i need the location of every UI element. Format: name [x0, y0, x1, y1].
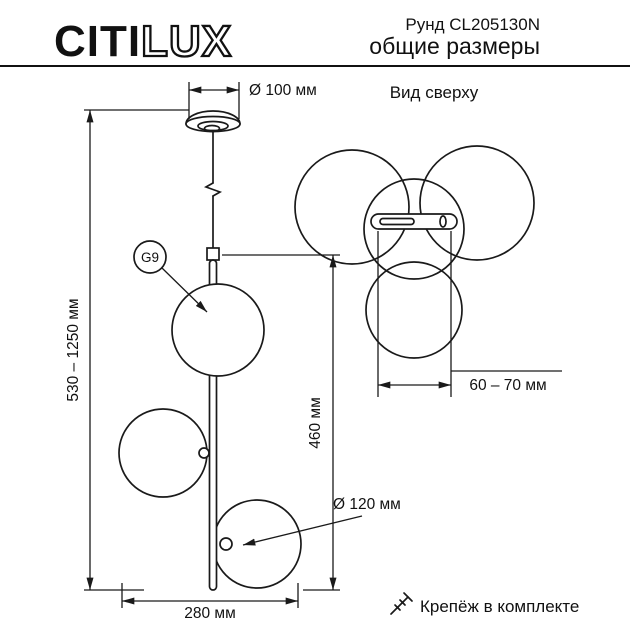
footer-note: Крепёж в комплекте — [390, 592, 579, 616]
canopy-diameter-label: Ø 100 мм — [249, 82, 317, 99]
top-view-canopy-circle — [363, 178, 465, 280]
bottom-sphere-socket — [219, 537, 233, 551]
canopy-width-label: 60 – 70 мм — [469, 377, 546, 394]
top-view-dimension: 60 – 70 мм — [377, 231, 562, 397]
sphere-diameter-label: Ø 120 мм — [333, 496, 401, 513]
screw-icon — [390, 592, 413, 615]
footer-note-text: Крепёж в комплекте — [420, 597, 579, 616]
top-view: Вид сверху 60 – 70 мм — [294, 83, 562, 397]
height-range-label: 530 – 1250 мм — [65, 298, 82, 401]
top-view-sphere-bottom — [365, 261, 463, 359]
brand-outline: LUX — [140, 16, 233, 66]
dimension-drawing: G9 Ø 100 мм 530 – 1250 мм 460 мм Ø 120 м… — [65, 82, 579, 622]
mounting-plate-hole — [439, 215, 447, 228]
middle-sphere — [118, 408, 208, 498]
width-label: 280 мм — [184, 605, 235, 622]
top-view-sphere-left — [294, 149, 410, 265]
front-dimensions: Ø 100 мм 530 – 1250 мм 460 мм Ø 120 мм 2… — [65, 82, 401, 622]
middle-sphere-socket — [198, 447, 210, 459]
header-right: Рунд CL205130N общие размеры — [369, 15, 540, 60]
page-subtitle: общие размеры — [369, 33, 540, 60]
ceiling-canopy — [185, 110, 241, 133]
top-sphere — [171, 283, 265, 377]
sphere-diameter-leader-arrow — [242, 515, 363, 546]
body-height-label: 460 мм — [307, 397, 324, 448]
brand-logo: CITILUX — [54, 18, 232, 64]
socket-label: G9 — [141, 250, 159, 265]
header: CITILUX Рунд CL205130N общие размеры — [0, 0, 630, 67]
mounting-plate-slot — [379, 217, 415, 226]
mounting-plate — [370, 213, 458, 230]
wire-break-symbol — [203, 182, 223, 197]
socket-leader-arrow — [161, 267, 208, 313]
socket-callout-circle — [133, 240, 167, 274]
product-model: Рунд CL205130N — [405, 15, 540, 35]
suspension-wire — [203, 130, 223, 249]
top-view-title: Вид сверху — [390, 83, 479, 102]
socket-callout: G9 — [133, 240, 208, 313]
brand-solid: CITI — [54, 16, 142, 66]
front-view: G9 Ø 100 мм 530 – 1250 мм 460 мм Ø 120 м… — [65, 82, 401, 622]
top-view-sphere-right — [419, 145, 535, 261]
